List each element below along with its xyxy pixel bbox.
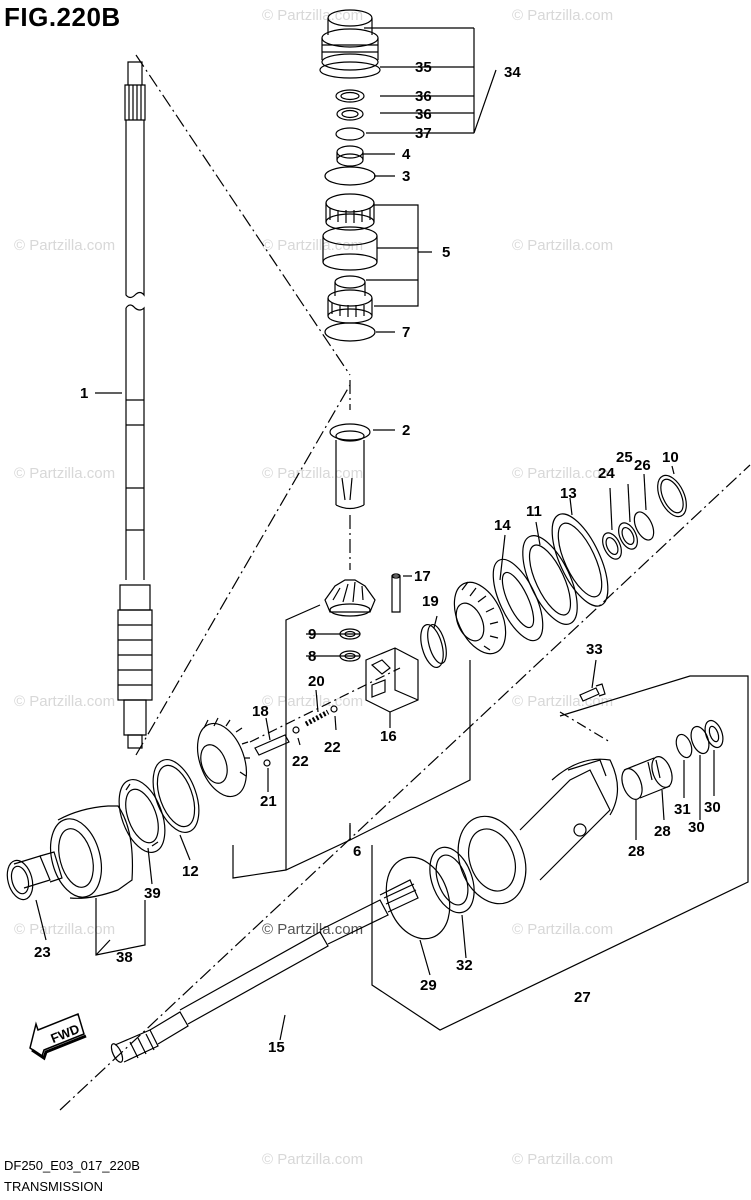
watermark: © Partzilla.com: [512, 693, 613, 710]
callout-23: 23: [34, 944, 51, 961]
callout-19: 19: [422, 593, 439, 610]
callout-38: 38: [116, 949, 133, 966]
callout-4: 4: [402, 146, 411, 163]
callout-28: 28: [628, 843, 645, 860]
callout-14: 14: [494, 517, 511, 534]
figure-title: FIG.220B: [4, 2, 121, 32]
callout-21: 21: [260, 793, 277, 810]
callout-11: 11: [526, 503, 542, 520]
watermark: © Partzilla.com: [262, 921, 363, 938]
callout-labels: 1 2 3 4 5 6 7 8 9 10 11 12 13 14 15 16 1…: [34, 59, 721, 1056]
callout-9: 9: [308, 626, 316, 643]
figure-code: DF250_E03_017_220B: [4, 1158, 140, 1173]
forward-arrow: FWD: [29, 1012, 87, 1061]
bevel-gear-forward: [453, 581, 507, 655]
callout-36: 36: [415, 106, 432, 123]
clutch-dog: [365, 647, 419, 713]
bevel-gear-reverse: [196, 717, 250, 798]
callout-31: 31: [674, 801, 691, 818]
figure-name: TRANSMISSION: [4, 1179, 103, 1194]
callout-35: 35: [415, 59, 432, 76]
callout-17: 17: [414, 568, 431, 585]
propeller-shaft: [110, 879, 419, 1063]
callout-15: 15: [268, 1039, 285, 1056]
watermark: © Partzilla.com: [14, 921, 115, 938]
taper-roller-bearing: [322, 193, 378, 342]
callout-33: 33: [586, 641, 603, 658]
callout-2: 2: [402, 422, 410, 439]
drive-shaft: [117, 61, 153, 749]
callout-12: 12: [182, 863, 199, 880]
watermark: © Partzilla.com: [262, 237, 363, 254]
pinion-gear: [324, 579, 376, 617]
callout-24: 24: [598, 465, 615, 482]
watermark: © Partzilla.com: [262, 693, 363, 710]
callout-7: 7: [402, 324, 410, 341]
watermark-layer: © Partzilla.com © Partzilla.com © Partzi…: [14, 7, 613, 1168]
callout-8: 8: [308, 648, 316, 665]
callout-25: 25: [616, 449, 633, 466]
callout-34: 34: [504, 64, 521, 81]
callout-36: 36: [415, 88, 432, 105]
callout-18: 18: [252, 703, 269, 720]
callout-37: 37: [415, 125, 432, 142]
propeller-shaft-housing: [457, 758, 619, 905]
callout-16: 16: [380, 728, 397, 745]
callout-20: 20: [308, 673, 325, 690]
callout-28: 28: [654, 823, 671, 840]
watermark: © Partzilla.com: [512, 237, 613, 254]
callout-22: 22: [292, 753, 309, 770]
callout-26: 26: [634, 457, 651, 474]
watermark: © Partzilla.com: [14, 465, 115, 482]
watermark: © Partzilla.com: [262, 465, 363, 482]
callout-30: 30: [688, 819, 705, 836]
callout-29: 29: [420, 977, 437, 994]
sleeve: [329, 423, 371, 510]
callout-27: 27: [574, 989, 591, 1006]
watermark: © Partzilla.com: [512, 1151, 613, 1168]
callout-1: 1: [80, 385, 88, 402]
watermark: © Partzilla.com: [512, 921, 613, 938]
callout-13: 13: [560, 485, 577, 502]
watermark: © Partzilla.com: [14, 237, 115, 254]
callout-6: 6: [353, 843, 361, 860]
callout-3: 3: [402, 168, 410, 185]
watermark: © Partzilla.com: [262, 1151, 363, 1168]
callout-22: 22: [324, 739, 341, 756]
watermark: © Partzilla.com: [512, 7, 613, 24]
callout-39: 39: [144, 885, 161, 902]
callout-10: 10: [662, 449, 679, 466]
bearing-housing-kit: [319, 9, 381, 186]
watermark: © Partzilla.com: [14, 693, 115, 710]
callout-32: 32: [456, 957, 473, 974]
watermark: © Partzilla.com: [512, 465, 613, 482]
callout-30: 30: [704, 799, 721, 816]
callout-5: 5: [442, 244, 450, 261]
linework: [6, 9, 751, 1111]
